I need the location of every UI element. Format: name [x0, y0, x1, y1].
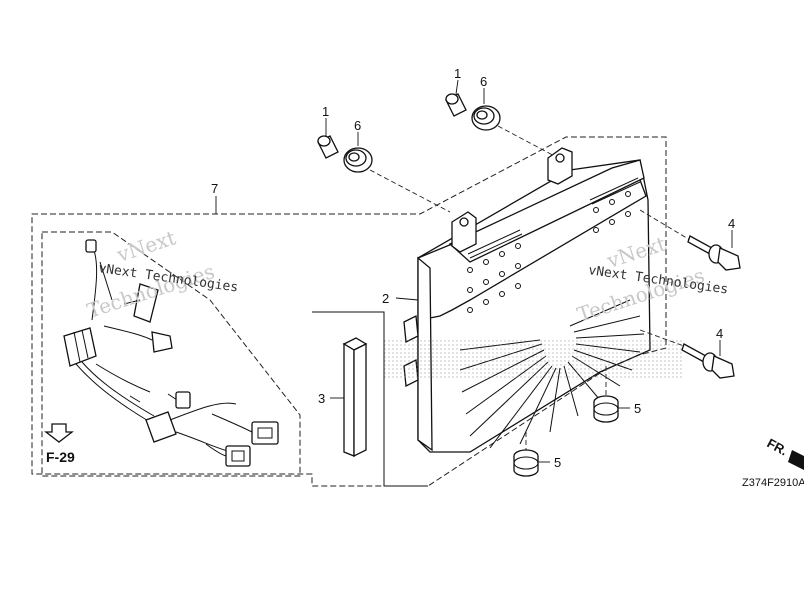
collar-part-1-lower [317, 118, 339, 159]
wire-harness [63, 239, 279, 467]
bolt-part-4-lower [639, 329, 735, 379]
reference-label: F-29 [46, 449, 75, 465]
reference-arrow[interactable]: F-29 [44, 423, 75, 465]
diagram-code: Z374F2910A [742, 477, 804, 489]
control-unit-part-2 [395, 147, 651, 453]
callout-6-lower: 6 [354, 118, 361, 133]
callout-4-upper: 4 [728, 216, 735, 231]
callout-6-upper: 6 [480, 74, 487, 89]
callout-2: 2 [382, 291, 389, 306]
fr-label: FR. [765, 435, 791, 458]
grommet-part-6-upper [471, 88, 501, 131]
collar-part-1-upper [445, 79, 467, 117]
vent-holes [467, 191, 631, 313]
callout-4-lower: 4 [716, 326, 723, 341]
watermark-vnext-left: vNext [113, 225, 178, 267]
callout-1-lower: 1 [322, 104, 329, 119]
mount-rubber-part-5-right [593, 366, 630, 423]
callout-5-right: 5 [634, 401, 641, 416]
grommet-part-6-lower [343, 132, 373, 173]
callout-3: 3 [318, 391, 325, 406]
callout-1-upper: 1 [454, 66, 461, 81]
mount-rubber-part-5-lower [513, 432, 550, 477]
fr-arrow-icon [788, 450, 804, 470]
front-direction-indicator: FR. [765, 435, 804, 470]
callout-7: 7 [211, 181, 218, 196]
callout-5-lower: 5 [554, 455, 561, 470]
top-fins [467, 177, 641, 259]
bolt-part-4-upper [639, 209, 741, 271]
rubber-bar-part-3 [330, 337, 368, 458]
